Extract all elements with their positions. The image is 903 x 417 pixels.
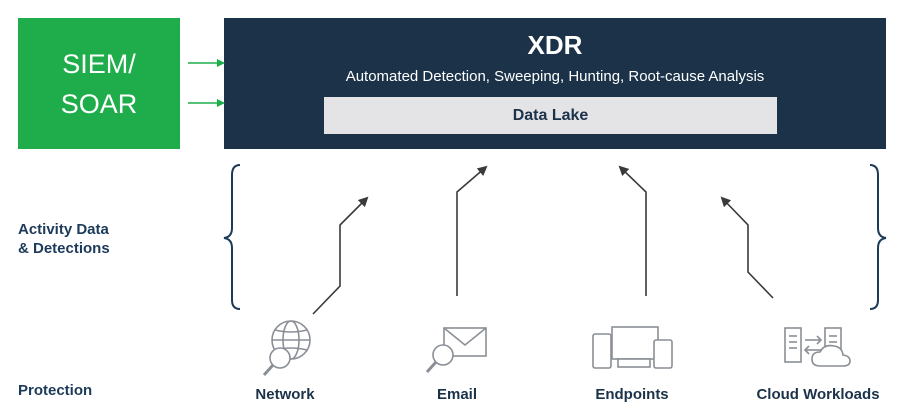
- activity-data-label: Activity Data & Detections: [18, 220, 110, 258]
- email-label: Email: [436, 386, 478, 403]
- activity-data-line2: & Detections: [18, 240, 110, 257]
- xdr-title: XDR: [527, 30, 583, 60]
- left-curly-bracket: [223, 164, 241, 310]
- cloud-workloads-label: Cloud Workloads: [756, 386, 880, 403]
- email-magnifier-icon: [425, 327, 487, 374]
- xdr-box: XDR Automated Detection, Sweeping, Hunti…: [224, 18, 886, 149]
- email-arrow: [456, 165, 488, 296]
- activity-data-line1: Activity Data: [18, 221, 109, 238]
- endpoints-label: Endpoints: [595, 386, 669, 403]
- network-globe-icon: [262, 320, 311, 377]
- soar-label: SOAR: [60, 88, 138, 119]
- right-curly-bracket: [869, 164, 887, 310]
- endpoints-arrow: [618, 165, 647, 296]
- endpoint-devices-icon: [592, 326, 673, 369]
- network-arrow: [312, 196, 369, 315]
- data-lake-label: Data Lake: [512, 106, 589, 124]
- siem-label: SIEM/: [62, 48, 136, 79]
- data-lake-box: Data Lake: [324, 97, 777, 134]
- protection-label: Protection: [18, 382, 93, 399]
- xdr-subtitle: Automated Detection, Sweeping, Hunting, …: [345, 68, 765, 85]
- siem-soar-box: SIEM/ SOAR: [18, 18, 180, 149]
- network-label: Network: [255, 386, 315, 403]
- cloud-arrow: [720, 196, 774, 299]
- cloud-servers-icon: [784, 327, 851, 367]
